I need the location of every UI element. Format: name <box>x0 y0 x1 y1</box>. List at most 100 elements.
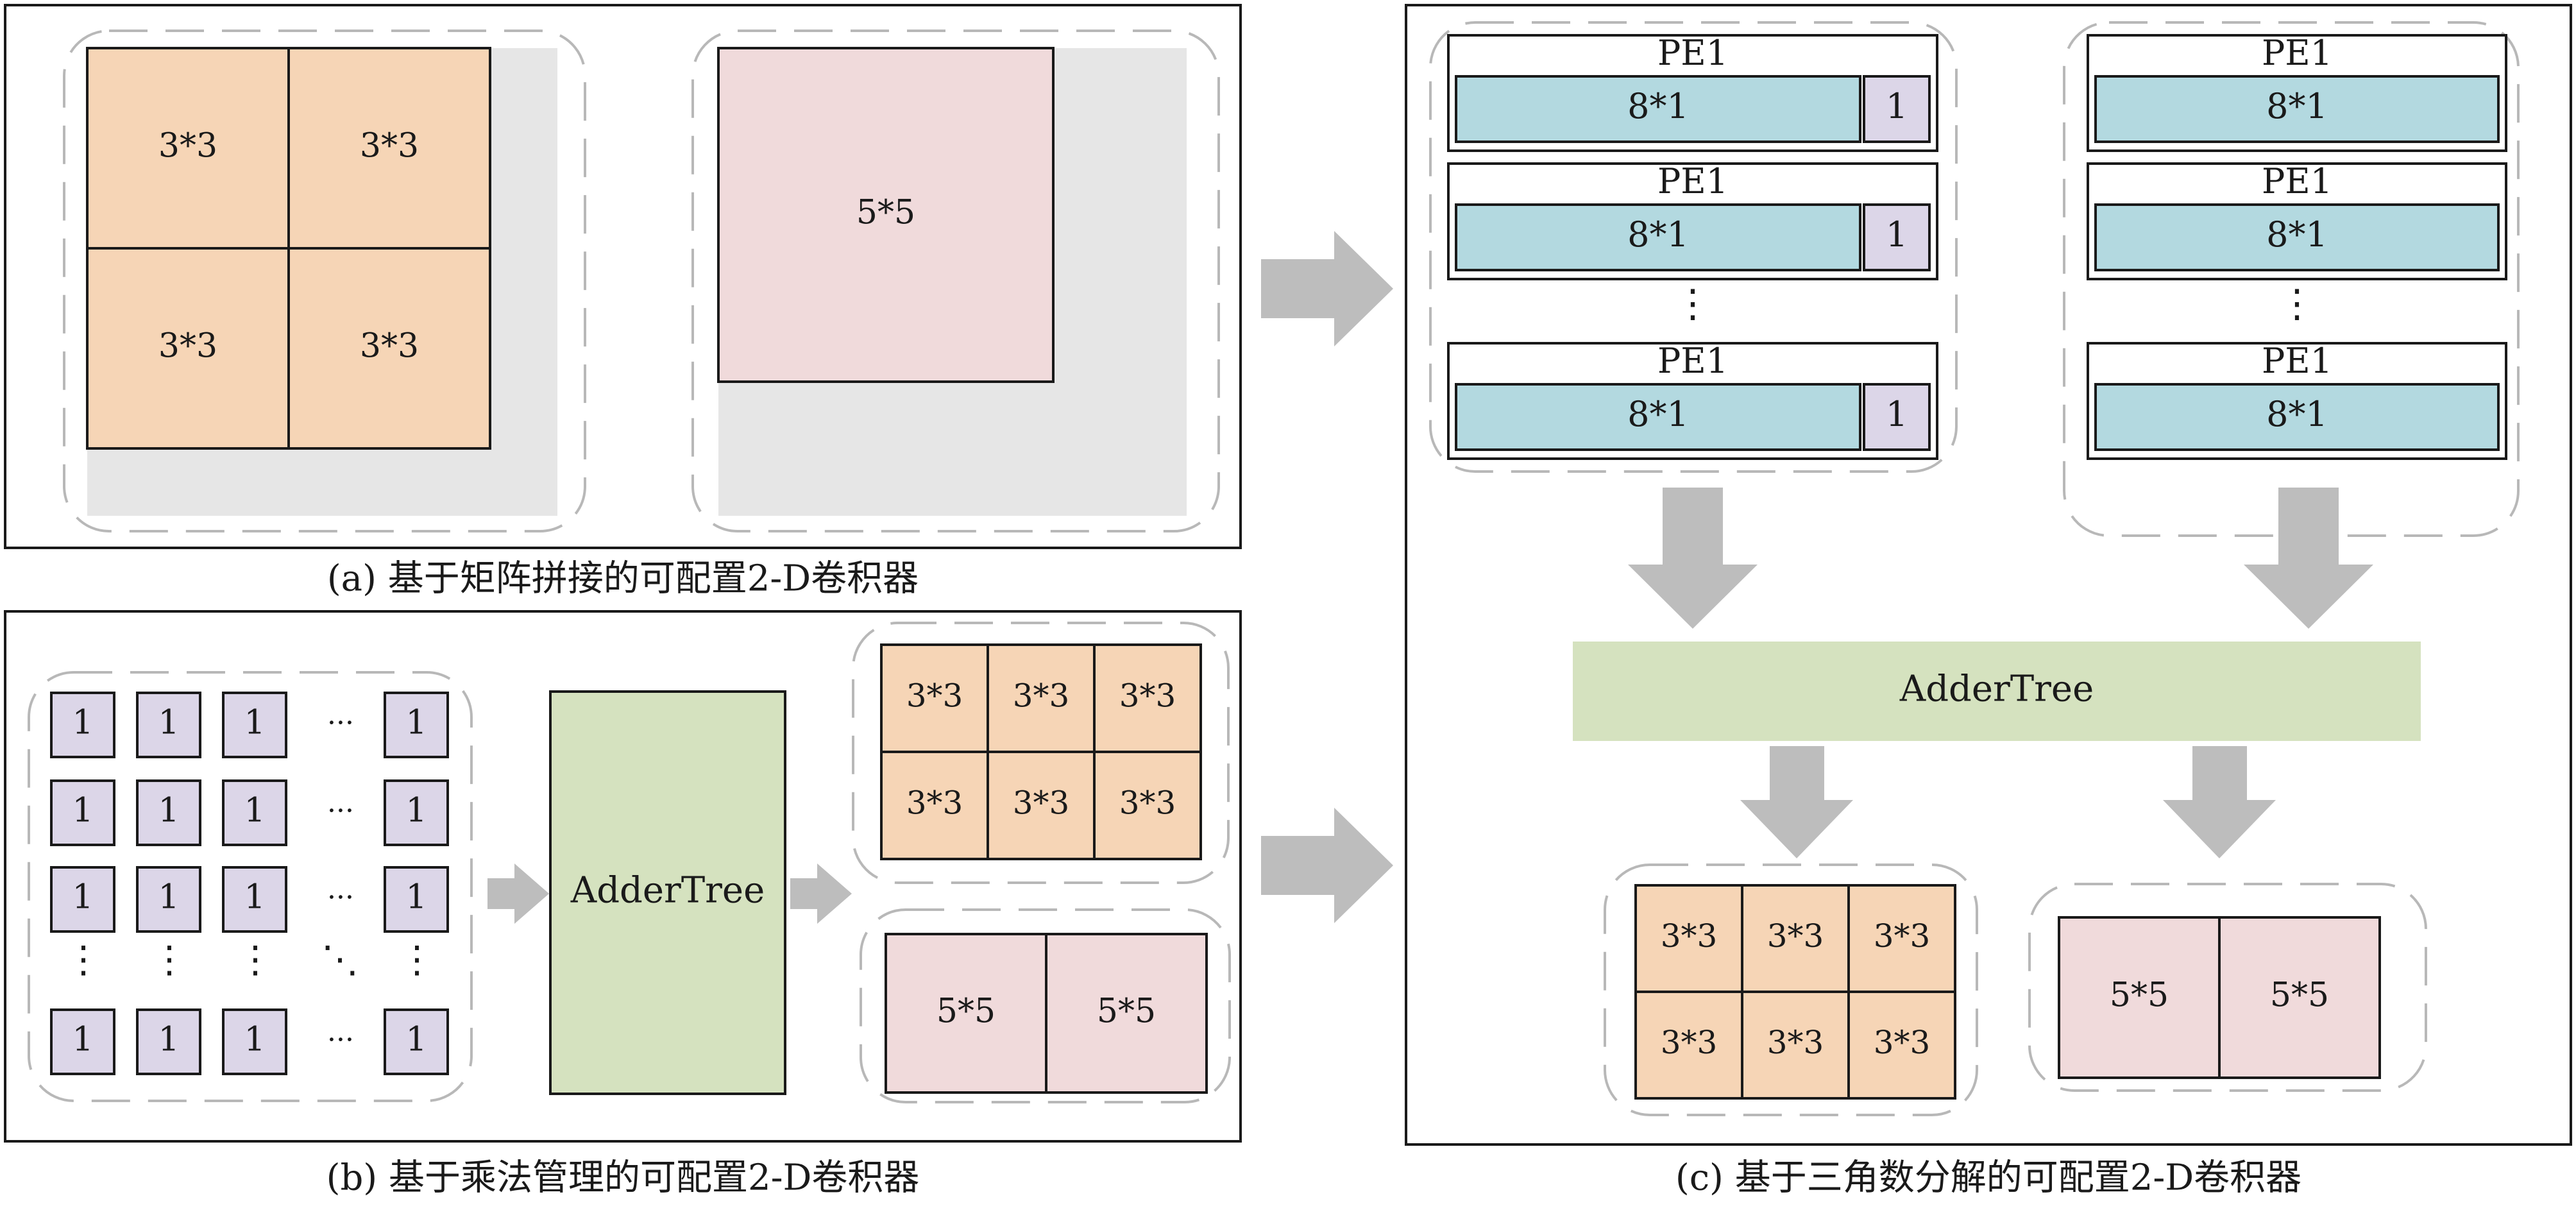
pe1-multiplier-label: 8*1 <box>1627 86 1689 126</box>
pe1-multiplier <box>2094 383 2500 451</box>
panel-b-frame <box>4 610 1242 1143</box>
block-3x3-label: 3*3 <box>1661 917 1718 955</box>
pe-unit <box>50 779 115 846</box>
hdots-icon: ··· <box>327 1024 354 1057</box>
pe1-title: PE1 <box>2262 341 2332 381</box>
panel-b-caption: (b) 基于乘法管理的可配置2-D卷积器 <box>326 1157 920 1199</box>
vdots-icon: ⋮ <box>65 937 102 981</box>
pe-unit <box>222 779 287 846</box>
pe1-title: PE1 <box>2262 33 2332 73</box>
block-5x5-label: 5*5 <box>1097 992 1156 1031</box>
pe-unit <box>50 692 115 758</box>
output-3x3-group <box>852 622 1230 884</box>
pe-unit-label: 1 <box>405 1021 427 1059</box>
block-3x3 <box>86 47 290 250</box>
arrow-right-icon <box>1261 808 1393 923</box>
block-3x3-label: 3*3 <box>1013 785 1070 822</box>
pe1-extra-unit <box>1863 75 1931 143</box>
vdots-icon: ⋮ <box>237 937 274 981</box>
block-3x3-label: 3*3 <box>158 327 217 366</box>
block-5x5-label: 5*5 <box>2270 976 2329 1015</box>
pe1-extra-label: 1 <box>1886 214 1908 255</box>
pe-unit-label: 1 <box>244 1021 265 1059</box>
panel-a-left-group <box>63 30 586 532</box>
adder-tree-c-label: AdderTree <box>1899 668 2094 710</box>
block-3x3 <box>1634 991 1743 1100</box>
block-3x3-label: 3*3 <box>1661 1024 1718 1061</box>
adder-tree-b <box>549 690 786 1095</box>
adder-tree-b-label: AdderTree <box>570 870 765 912</box>
block-3x3-label: 3*3 <box>1767 917 1824 955</box>
panel-a-caption: (a) 基于矩阵拼接的可配置2-D卷积器 <box>327 558 919 600</box>
pe-unit-label: 1 <box>72 878 93 917</box>
block-3x3 <box>987 643 1096 753</box>
pe-unit-label: 1 <box>158 792 179 830</box>
pe-array-group <box>28 671 473 1102</box>
panel-a-right-group <box>691 30 1220 532</box>
block-3x3-label: 3*3 <box>906 677 963 715</box>
pe-unit <box>384 692 449 758</box>
block-5x5-label: 5*5 <box>936 992 996 1031</box>
arrow-down-icon <box>1740 746 1853 858</box>
pe1-multiplier <box>1455 75 1861 143</box>
output-5x5-group <box>860 908 1231 1103</box>
pe-unit <box>222 692 287 758</box>
pe-unit-label: 1 <box>405 878 427 917</box>
pe-unit <box>136 692 201 758</box>
matrix-3x3-grid: 3*3 3*3 3*3 3*3 <box>86 47 491 450</box>
pe1-extra-unit <box>1863 203 1931 271</box>
hdots-icon: ··· <box>327 795 354 828</box>
vdots-icon: ⋮ <box>398 937 436 981</box>
pe-unit-label: 1 <box>405 792 427 830</box>
block-3x3-label: 3*3 <box>1119 677 1176 715</box>
pe-unit-label: 1 <box>158 878 179 917</box>
block-5x5 <box>2058 916 2221 1079</box>
hdots-icon: ··· <box>327 707 354 740</box>
pe1-title: PE1 <box>1657 33 1728 73</box>
pe1-multiplier <box>2094 203 2500 271</box>
pe-unit-label: 1 <box>72 704 93 742</box>
block-5x5 <box>2218 916 2381 1079</box>
arrow-down-icon <box>2244 488 2373 629</box>
hdots-icon: ··· <box>327 881 354 914</box>
output-3x3-group <box>1604 863 1978 1116</box>
block-3x3-label: 3*3 <box>1013 677 1070 715</box>
block-3x3-label: 3*3 <box>1874 917 1931 955</box>
pe-unit-label: 1 <box>244 704 265 742</box>
pe1-multiplier-label: 8*1 <box>1627 214 1689 255</box>
block-3x3 <box>1741 884 1850 993</box>
block-3x3-label: 3*3 <box>906 785 963 822</box>
pe-column-left-group <box>1429 21 1958 473</box>
pe-unit-label: 1 <box>244 878 265 917</box>
pe1-multiplier-label: 8*1 <box>2266 86 2328 126</box>
pe-unit <box>50 1008 115 1075</box>
block-3x3-label: 3*3 <box>1767 1024 1824 1061</box>
panel-c-caption: (c) 基于三角数分解的可配置2-D卷积器 <box>1675 1157 2301 1199</box>
pe-unit-label: 1 <box>72 1021 93 1059</box>
pe-unit <box>222 866 287 933</box>
block-3x3 <box>287 247 491 450</box>
pe-unit-label: 1 <box>72 792 93 830</box>
block-3x3 <box>1634 884 1743 993</box>
pe-unit <box>136 779 201 846</box>
pe-unit <box>136 1008 201 1075</box>
pe1-multiplier <box>1455 383 1861 451</box>
pe-unit-label: 1 <box>158 1021 179 1059</box>
block-3x3 <box>86 247 290 450</box>
panel-a: 3*3 3*3 3*3 3*3 5*5 (a) 基于矩阵拼接的可配置2-D卷积器 <box>4 4 1242 600</box>
pe-unit <box>384 779 449 846</box>
pe1-extra-label: 1 <box>1886 394 1908 434</box>
pe-unit <box>384 1008 449 1075</box>
pe1-multiplier <box>1455 203 1861 271</box>
block-3x3 <box>1847 991 1956 1100</box>
arrow-down-icon <box>2163 746 2276 858</box>
ddots-icon: ⋱ <box>321 937 359 981</box>
block-3x3 <box>1093 643 1202 753</box>
